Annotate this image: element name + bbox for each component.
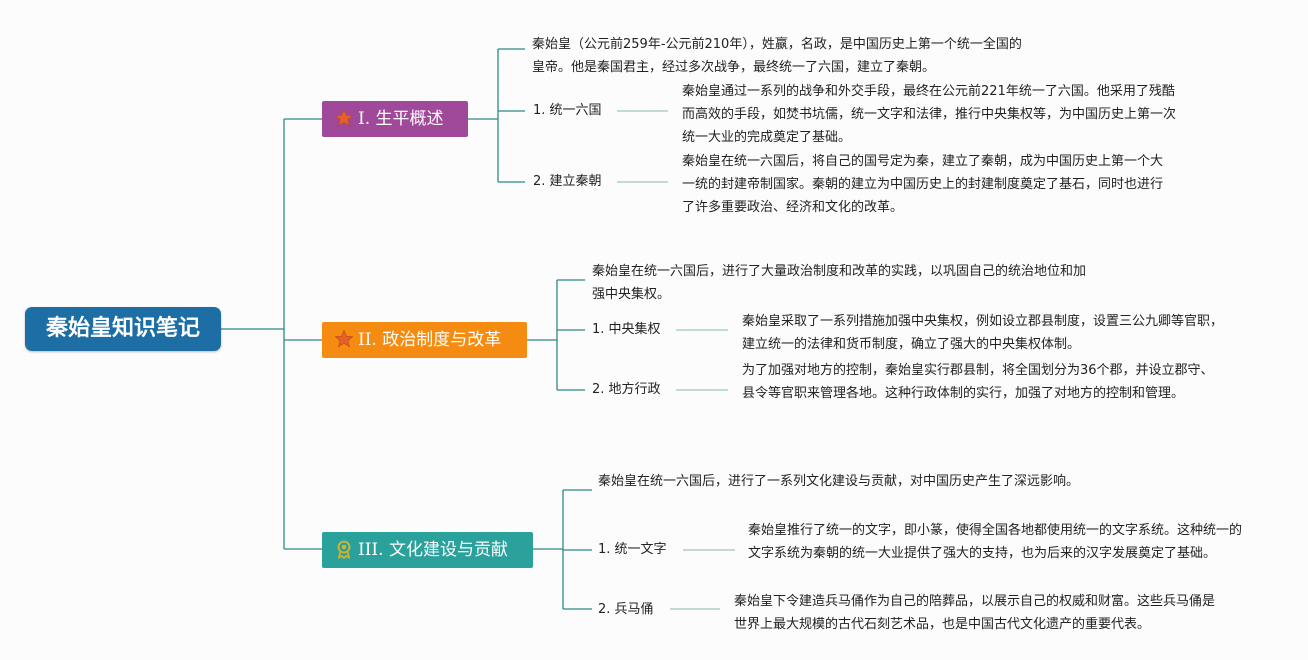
branch-node-culture-contribution[interactable]: III. 文化建设与贡献 [322,532,533,568]
branch-intro-text: 秦始皇在统一六国后，进行了大量政治制度和改革的实践，以巩固自己的统治地位和加强中… [592,264,1087,302]
sub-topic-label[interactable]: 2. 兵马俑 [598,602,654,617]
sub-topic-label[interactable]: 2. 建立秦朝 [533,174,602,189]
branch-label: II. 政治制度与改革 [358,330,502,350]
sub-topic-detail-text: 秦始皇下令建造兵马俑作为自己的陪葬品，以展示自己的权威和财富。这些兵马俑是世界上… [734,594,1216,632]
branch-label: I. 生平概述 [358,109,444,129]
sub-topic-detail-text: 为了加强对地方的控制，秦始皇实行郡县制，将全国划分为36个郡，并设立郡守、县令等… [742,363,1214,401]
sub-topic-detail-text: 秦始皇在统一六国后，将自己的国号定为秦，建立了秦朝，成为中国历史上第一个大一统的… [682,154,1164,215]
sub-topic-detail-text: 秦始皇通过一系列的战争和外交手段，最终在公元前221年统一了六国。他采用了残酷而… [682,84,1177,145]
branch-3-connector [533,489,592,610]
sub-topic-label[interactable]: 1. 统一六国 [533,103,602,118]
branch-intro-text: 秦始皇（公元前259年-公元前210年），姓嬴，名政，是中国历史上第一个统一全国… [532,37,1022,75]
branch-label: III. 文化建设与贡献 [358,540,508,560]
star-icon [334,329,358,349]
branch-1-connector [468,48,525,183]
star-icon [334,108,358,128]
root-title: 秦始皇知识笔记 [45,316,200,341]
branch-intro-text: 秦始皇在统一六国后，进行了一系列文化建设与贡献，对中国历史产生了深远影响。 [598,474,1080,489]
sub-topic-label[interactable]: 1. 统一文字 [598,542,667,557]
root-node[interactable]: 秦始皇知识笔记 [25,307,221,351]
award-ribbon-icon [334,539,358,559]
branch-node-politics-reform[interactable]: II. 政治制度与改革 [322,322,527,358]
sub-topic-detail-text: 秦始皇采取了一系列措施加强中央集权，例如设立郡县制度，设置三公九卿等官职，建立统… [742,314,1224,352]
sub-topic-label[interactable]: 1. 中央集权 [592,322,661,337]
sub-topic-detail-text: 秦始皇推行了统一的文字，即小篆，使得全国各地都使用统一的文字系统。这种统一的文字… [748,523,1243,561]
branch-node-life-overview[interactable]: I. 生平概述 [322,101,468,137]
sub-topic-label[interactable]: 2. 地方行政 [592,382,661,397]
branch-2-connector [527,279,585,391]
